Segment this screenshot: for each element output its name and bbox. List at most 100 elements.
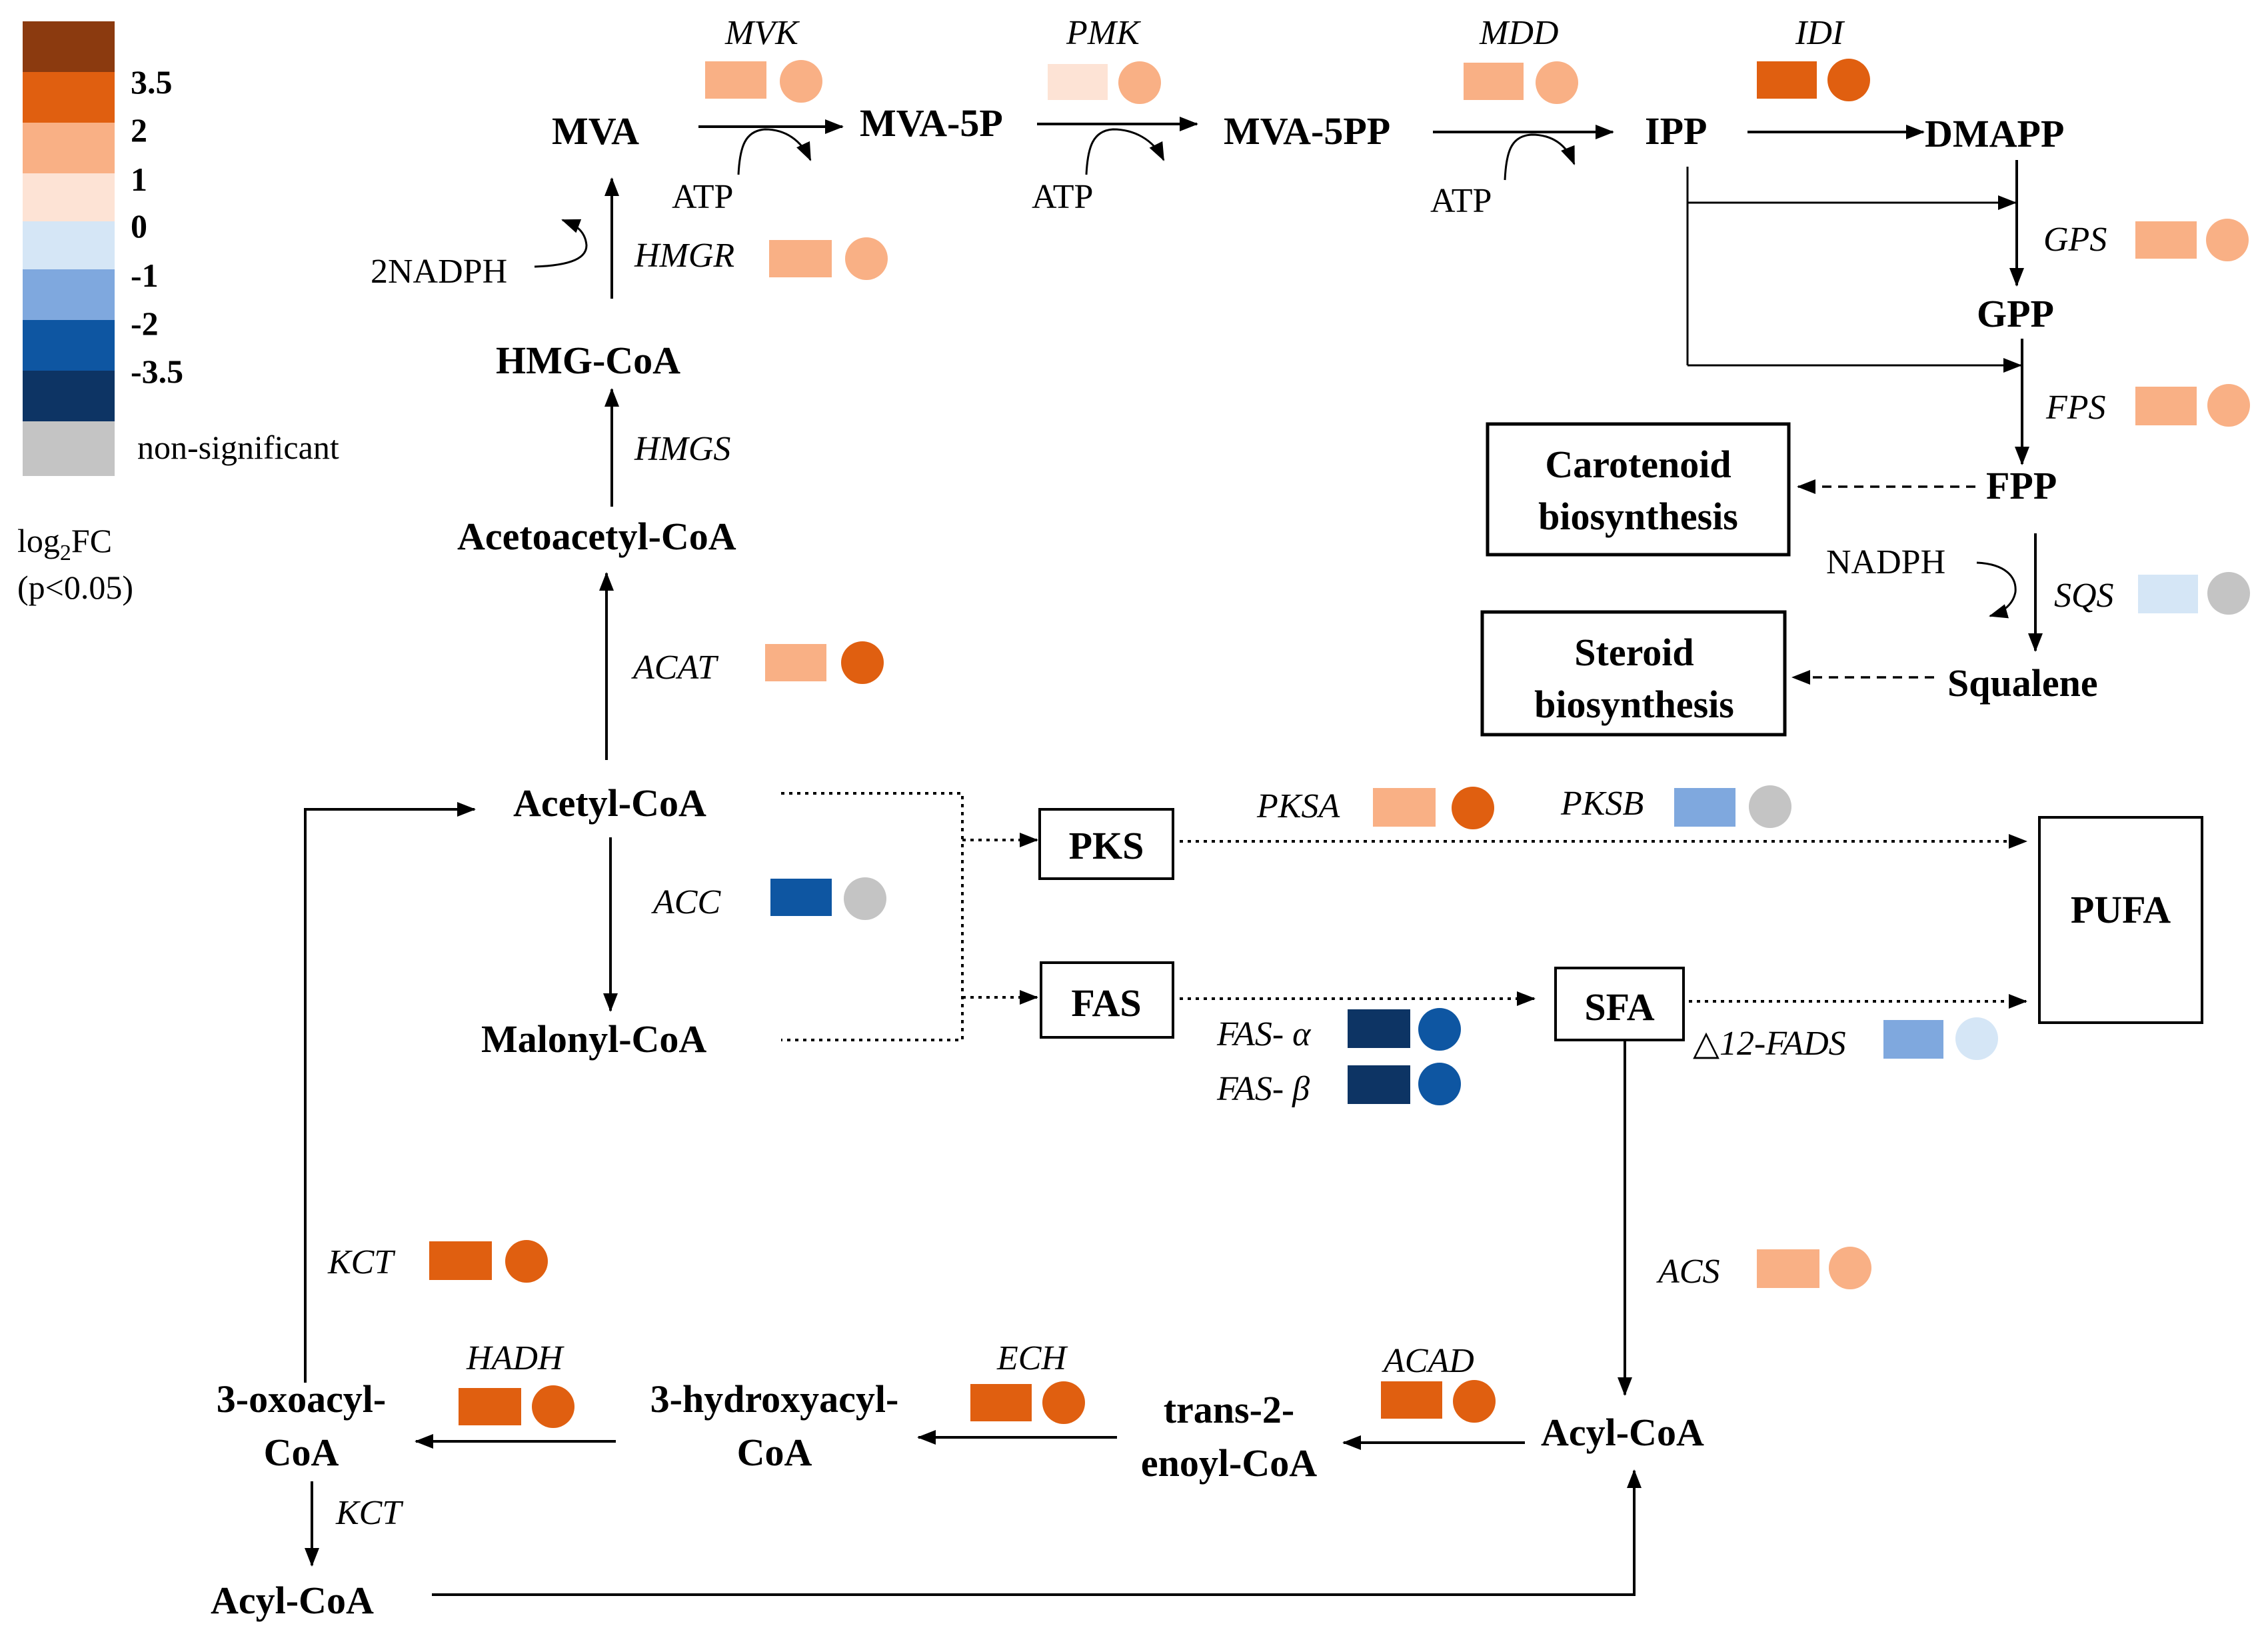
gps-protein-circle bbox=[2206, 219, 2249, 261]
enzyme-pksb-label: PKSB bbox=[1560, 785, 1644, 823]
box-sfa bbox=[1554, 967, 1685, 1041]
enzyme-hmgr-label: HMGR bbox=[634, 237, 734, 275]
acad-transcript-rect bbox=[1381, 1381, 1442, 1419]
atp-curve-mvk bbox=[737, 128, 812, 175]
metabolite-squalene: Squalene bbox=[1947, 661, 2098, 705]
metabolite-oxoacyl-coa-line1: 3-oxoacyl- bbox=[217, 1377, 387, 1421]
cofactor-atp-mvk: ATP bbox=[672, 178, 733, 216]
enzyme-kct-bottom-label: KCT bbox=[335, 1494, 403, 1532]
mdd-protein-circle bbox=[1536, 61, 1578, 104]
steroid-label-2: biosynthesis bbox=[1534, 683, 1734, 726]
legend-swatch-3 bbox=[23, 123, 115, 173]
hadh-protein-circle bbox=[532, 1385, 574, 1428]
mdd-transcript-rect bbox=[1464, 63, 1524, 100]
fps-protein-circle bbox=[2207, 384, 2250, 427]
pksb-protein-circle bbox=[1749, 785, 1791, 828]
cofactor-nadph: NADPH bbox=[1826, 543, 1945, 581]
legend: 3.5 2 1 0 -1 -2 -3.5 non-significant log… bbox=[17, 21, 339, 606]
sfa-label: SFA bbox=[1584, 985, 1654, 1029]
idi-transcript-rect bbox=[1757, 61, 1817, 99]
acat-transcript-rect bbox=[765, 644, 826, 681]
enzyme-pksa-label: PKSA bbox=[1256, 787, 1340, 825]
pmk-protein-circle bbox=[1118, 61, 1161, 104]
acad-protein-circle bbox=[1453, 1380, 1496, 1423]
enzyme-acat-label: ACAT bbox=[631, 649, 718, 687]
nadph-curve-sqs bbox=[1976, 561, 2017, 619]
fads-protein-circle bbox=[1955, 1017, 1998, 1060]
pksb-transcript-rect bbox=[1674, 788, 1735, 827]
legend-tick-neg1: -1 bbox=[131, 257, 159, 294]
fps-transcript-rect bbox=[2135, 387, 2197, 425]
legend-title-pvalue: (p<0.05) bbox=[17, 569, 133, 606]
enzyme-kct-top-label: KCT bbox=[327, 1243, 395, 1281]
nadph-curve-hmgr bbox=[534, 219, 588, 268]
enzyme-ech-label: ECH bbox=[996, 1339, 1068, 1377]
legend-swatch-7 bbox=[23, 320, 115, 371]
metabolite-acyl-coa-right: Acyl-CoA bbox=[1541, 1411, 1704, 1454]
metabolite-hmg-coa: HMG-CoA bbox=[496, 339, 680, 382]
pksa-transcript-rect bbox=[1373, 788, 1436, 827]
box-steroid-biosynthesis bbox=[1480, 610, 1787, 737]
fads-transcript-rect bbox=[1883, 1020, 1943, 1059]
cofactor-atp-mdd: ATP bbox=[1430, 182, 1492, 220]
pmk-transcript-rect bbox=[1048, 64, 1108, 100]
hmgr-transcript-rect bbox=[769, 240, 832, 277]
legend-tick-1: 1 bbox=[131, 161, 147, 198]
carotenoid-label-1: Carotenoid bbox=[1545, 443, 1731, 486]
dotted-acetyl-to-junction bbox=[781, 792, 964, 1041]
legend-nonsig-label: non-significant bbox=[137, 429, 339, 466]
enzyme-fads-label: △12-FADS bbox=[1693, 1025, 1846, 1063]
metabolite-oxoacyl-coa-line2: CoA bbox=[264, 1431, 339, 1474]
metabolite-mva-5p: MVA-5P bbox=[860, 101, 1003, 145]
enzyme-fps-label: FPS bbox=[2045, 389, 2106, 427]
sqs-transcript-rect bbox=[2138, 575, 2198, 613]
acc-transcript-rect bbox=[770, 879, 832, 916]
metabolite-enoyl-coa-line2: enoyl-CoA bbox=[1141, 1441, 1317, 1485]
acs-protein-circle bbox=[1829, 1247, 1871, 1289]
pksa-protein-circle bbox=[1452, 787, 1494, 829]
metabolite-mva: MVA bbox=[552, 109, 639, 153]
ech-protein-circle bbox=[1042, 1381, 1085, 1424]
enzyme-mvk-label: MVK bbox=[724, 14, 800, 52]
atp-curve-pmk bbox=[1085, 128, 1165, 175]
mvk-protein-circle bbox=[780, 60, 822, 103]
metabolite-hydroxyacyl-coa-line1: 3-hydroxyacyl- bbox=[650, 1377, 899, 1421]
carotenoid-label-2: biosynthesis bbox=[1538, 495, 1738, 538]
enzyme-fas-alpha-label: FAS- α bbox=[1216, 1015, 1312, 1053]
acc-protein-circle bbox=[844, 877, 886, 920]
mvk-transcript-rect bbox=[705, 61, 766, 99]
metabolite-malonyl-coa: Malonyl-CoA bbox=[481, 1017, 706, 1061]
metabolite-acetyl-coa: Acetyl-CoA bbox=[513, 781, 706, 825]
enzyme-idi-label: IDI bbox=[1795, 14, 1845, 52]
enzyme-acad-label: ACAD bbox=[1382, 1342, 1474, 1380]
metabolite-ipp: IPP bbox=[1645, 109, 1707, 153]
metabolite-hydroxyacyl-coa-line2: CoA bbox=[737, 1431, 812, 1474]
legend-swatch-nonsig bbox=[23, 421, 115, 476]
enzyme-hadh-label: HADH bbox=[466, 1339, 565, 1377]
legend-tick-2: 2 bbox=[131, 111, 147, 149]
legend-swatch-5 bbox=[23, 221, 115, 269]
enzyme-fas-beta-label: FAS- β bbox=[1216, 1070, 1310, 1108]
acat-protein-circle bbox=[841, 641, 884, 684]
hmgr-protein-circle bbox=[845, 237, 888, 280]
box-pks bbox=[1038, 808, 1174, 880]
kct-top-transcript-rect bbox=[429, 1241, 492, 1280]
legend-tick-35: 3.5 bbox=[131, 63, 173, 101]
ech-transcript-rect bbox=[970, 1384, 1032, 1421]
fas-beta-protein-circle bbox=[1418, 1063, 1461, 1105]
legend-swatch-1 bbox=[23, 21, 115, 72]
legend-tick-0: 0 bbox=[131, 207, 147, 245]
legend-swatch-2 bbox=[23, 72, 115, 123]
metabolite-gpp: GPP bbox=[1977, 292, 2054, 335]
box-carotenoid-biosynthesis bbox=[1486, 422, 1791, 557]
gps-transcript-rect bbox=[2135, 221, 2197, 259]
hadh-transcript-rect bbox=[459, 1388, 521, 1425]
fas-alpha-transcript-rect bbox=[1348, 1009, 1410, 1048]
acs-transcript-rect bbox=[1757, 1249, 1819, 1288]
idi-protein-circle bbox=[1827, 59, 1870, 101]
sqs-protein-circle bbox=[2207, 572, 2250, 615]
cofactor-2nadph: 2NADPH bbox=[371, 253, 507, 291]
legend-swatch-6 bbox=[23, 269, 115, 320]
cofactor-atp-pmk: ATP bbox=[1032, 178, 1093, 216]
